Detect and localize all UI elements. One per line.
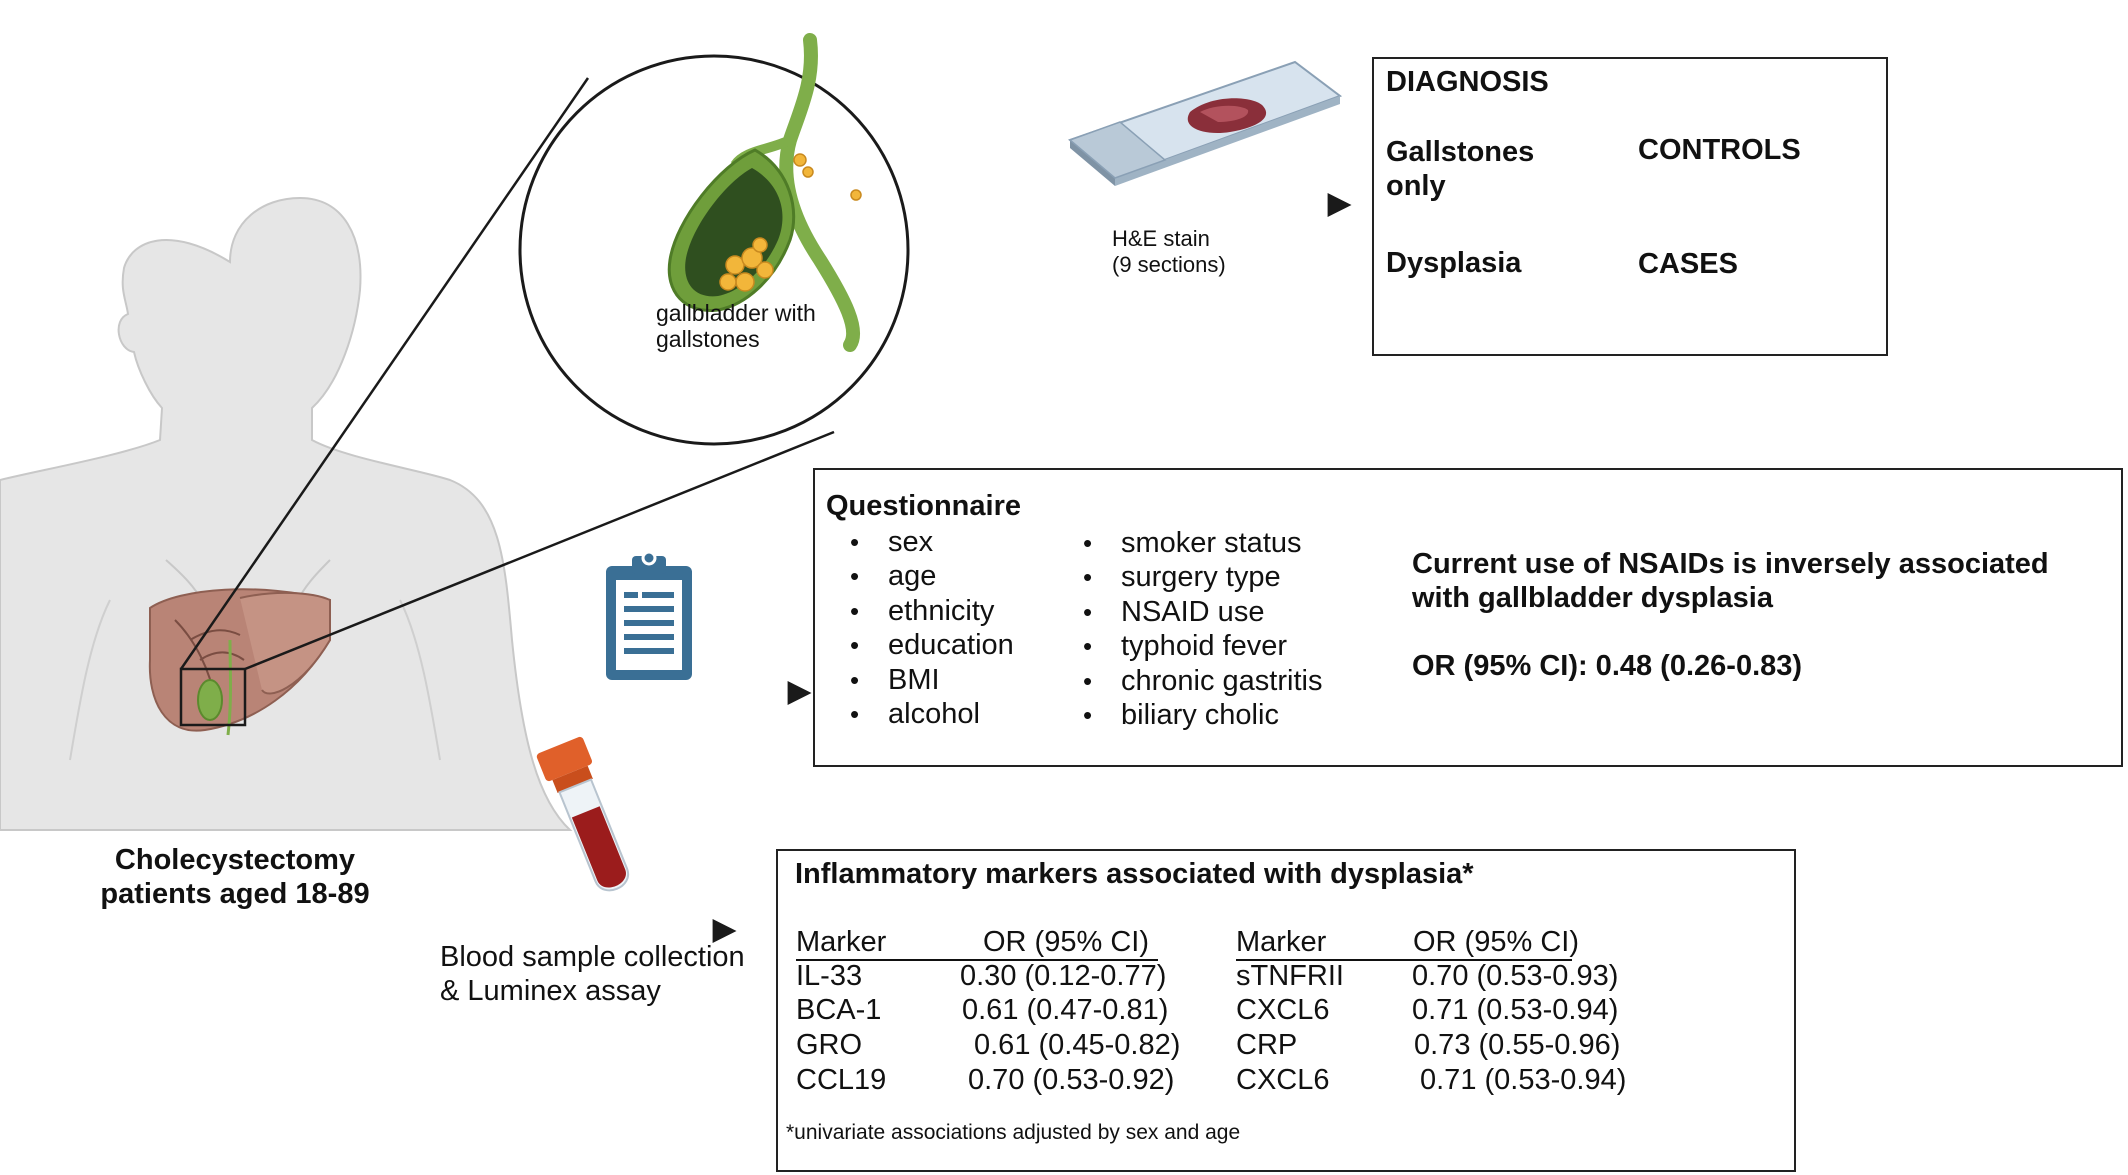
questionnaire-title: Questionnaire xyxy=(826,490,1021,522)
marker-name: CXCL6 xyxy=(1236,994,1330,1026)
gallbladder-icon xyxy=(667,33,862,352)
questionnaire-box xyxy=(813,468,2123,767)
marker-or-value: 0.73 (0.55-0.96) xyxy=(1414,1029,1621,1061)
marker-or-value: 0.71 (0.53-0.94) xyxy=(1420,1064,1627,1096)
gallstones-line-1: Gallstones xyxy=(1386,136,1535,168)
nsaid-finding: Current use of NSAIDs is inversely assoc… xyxy=(1412,547,2049,615)
clipboard-icon xyxy=(606,550,692,680)
marker-or-value: 0.70 (0.53-0.93) xyxy=(1412,960,1619,992)
zoom-line-top xyxy=(179,77,590,670)
patients-label-line-2: patients aged 18-89 xyxy=(100,878,370,910)
questionnaire-list-2: smoker statussurgery typeNSAID usetyphoi… xyxy=(1077,526,1322,733)
gallstones-line-2: only xyxy=(1386,170,1446,202)
nsaid-finding-line-1: Current use of NSAIDs is inversely assoc… xyxy=(1412,548,2049,580)
markers-footnote: *univariate associations adjusted by sex… xyxy=(786,1121,1241,1144)
zoom-box xyxy=(179,667,247,727)
marker-name: sTNFRII xyxy=(1236,960,1344,992)
marker-or-value: 0.61 (0.45-0.82) xyxy=(974,1029,1181,1061)
gallbladder-caption-line-2: gallstones xyxy=(656,326,760,353)
liver-icon xyxy=(148,588,331,736)
header-underline-left xyxy=(796,959,1158,961)
marker-name: CCL19 xyxy=(796,1064,887,1096)
marker-name: IL-33 xyxy=(796,960,863,992)
nsaid-finding-line-2: with gallbladder dysplasia xyxy=(1412,582,1773,614)
dysplasia-label: Dysplasia xyxy=(1386,247,1522,279)
he-stain-label: H&E stain (9 sections) xyxy=(1112,226,1226,278)
questionnaire-col1-item: sex xyxy=(844,525,1014,560)
questionnaire-col1-item: age xyxy=(844,559,1014,594)
diagnosis-title: DIAGNOSIS xyxy=(1386,66,1549,98)
markers-box xyxy=(776,849,1796,1172)
marker-name: BCA-1 xyxy=(796,994,882,1026)
header-marker-right: Marker xyxy=(1236,926,1327,958)
marker-name: GRO xyxy=(796,1029,863,1061)
marker-name: CRP xyxy=(1236,1029,1298,1061)
markers-title: Inflammatory markers associated with dys… xyxy=(795,858,1474,890)
slide-icon xyxy=(1068,60,1343,186)
blood-line-2: & Luminex assay xyxy=(440,975,661,1007)
gallbladder-caption-line-1: gallbladder with xyxy=(656,300,816,326)
questionnaire-col1-item: alcohol xyxy=(844,697,1014,732)
questionnaire-col2-item: chronic gastritis xyxy=(1077,664,1322,699)
questionnaire-col1-item: BMI xyxy=(844,663,1014,698)
cases-label: CASES xyxy=(1638,248,1738,280)
blood-sample-label: Blood sample collection & Luminex assay xyxy=(440,940,745,1008)
human-body-icon xyxy=(0,196,573,831)
marker-or-value: 0.61 (0.47-0.81) xyxy=(962,994,1169,1026)
header-or-left: OR (95% CI) xyxy=(983,926,1149,958)
marker-or-value: 0.71 (0.53-0.94) xyxy=(1412,994,1619,1026)
marker-name: CXCL6 xyxy=(1236,1064,1330,1096)
he-stain-line-2: (9 sections) xyxy=(1112,252,1226,277)
blood-line-1: Blood sample collection xyxy=(440,941,745,973)
questionnaire-col2-item: typhoid fever xyxy=(1077,629,1322,664)
questionnaire-list-1: sexageethnicityeducationBMIalcohol xyxy=(844,525,1014,732)
patients-label-line-1: Cholecystectomy xyxy=(114,844,356,876)
patients-label: Cholecystectomy patients aged 18-89 xyxy=(40,843,430,911)
controls-label: CONTROLS xyxy=(1638,134,1801,166)
questionnaire-col2-item: NSAID use xyxy=(1077,595,1322,630)
zoom-line-bottom xyxy=(244,430,835,671)
blood-tube-icon xyxy=(536,736,630,892)
questionnaire-col1-item: education xyxy=(844,628,1014,663)
he-stain-line-1: H&E stain xyxy=(1112,226,1210,251)
header-underline-right xyxy=(1236,959,1572,961)
questionnaire-col2-item: surgery type xyxy=(1077,560,1322,595)
marker-or-value: 0.30 (0.12-0.77) xyxy=(960,960,1167,992)
gallbladder-caption: gallbladder with gallstones xyxy=(656,300,816,353)
marker-or-value: 0.70 (0.53-0.92) xyxy=(968,1064,1175,1096)
questionnaire-col2-item: smoker status xyxy=(1077,526,1322,561)
header-or-right: OR (95% CI) xyxy=(1413,926,1579,958)
nsaid-or: OR (95% CI): 0.48 (0.26-0.83) xyxy=(1412,650,1803,682)
header-marker-left: Marker xyxy=(796,926,887,958)
questionnaire-col1-item: ethnicity xyxy=(844,594,1014,629)
diagnosis-box xyxy=(1372,57,1888,356)
questionnaire-col2-item: biliary cholic xyxy=(1077,698,1322,733)
gallstones-only-label: Gallstones only xyxy=(1386,135,1534,203)
